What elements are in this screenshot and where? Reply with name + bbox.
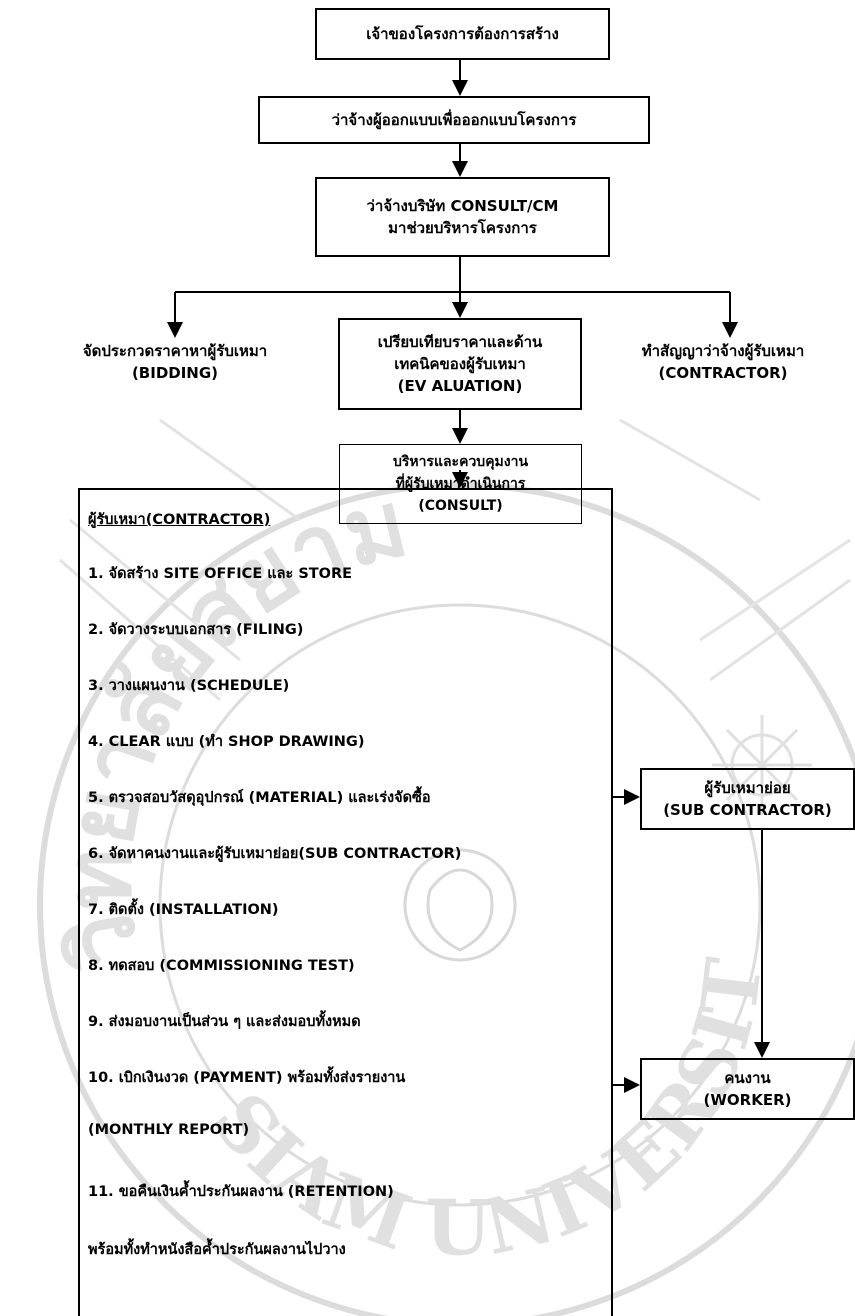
contractor-step: 7. ติดตั้ง (INSTALLATION) (88, 902, 279, 918)
contractor-step: 10. เบิกเงินงวด (PAYMENT) พร้อมทั้งส่งรา… (88, 1070, 406, 1086)
contractor-heading: ผู้รับเหมา(CONTRACTOR) (88, 512, 271, 528)
label-bidding: จัดประกวดราคาหาผู้รับเหมา (BIDDING) (82, 342, 268, 382)
box-evaluation: เปรียบเทียบราคาและด้าน เทคนิคของผู้รับเห… (338, 318, 582, 410)
box-subcontractor: ผู้รับเหมาย่อย (SUB CONTRACTOR) (640, 768, 855, 830)
contractor-step: 8. ทดสอบ (COMMISSIONING TEST) (88, 958, 355, 974)
contractor-step: (MONTHLY REPORT) (88, 1122, 250, 1138)
box-consult: ว่าจ้างบริษัท CONSULT/CM มาช่วยบริหารโคร… (315, 177, 610, 257)
contractor-step: 6. จัดหาคนงานและผู้รับเหมาย่อย(SUB CONTR… (88, 846, 462, 862)
contractor-step: 4. CLEAR แบบ (ทำ SHOP DRAWING) (88, 734, 365, 750)
box-owner: เจ้าของโครงการต้องการสร้าง (315, 8, 610, 60)
box-worker: คนงาน (WORKER) (640, 1058, 855, 1120)
contractor-step: 11. ขอคืนเงินค้ำประกันผลงาน (RETENTION) (88, 1184, 394, 1200)
contractor-step: 5. ตรวจสอบวัสดุอุปกรณ์ (MATERIAL) และเร่… (88, 790, 431, 806)
contractor-step: 9. ส่งมอบงานเป็นส่วน ๆ และส่งมอบทั้งหมด (88, 1014, 361, 1030)
contractor-box: ผู้รับเหมา(CONTRACTOR) 1. จัดสร้าง SITE … (78, 488, 613, 1316)
label-contract: ทำสัญญาว่าจ้างผู้รับเหมา (CONTRACTOR) (641, 342, 805, 382)
box-designer: ว่าจ้างผู้ออกแบบเพื่อออกแบบโครงการ (258, 96, 650, 144)
contractor-step: 2. จัดวางระบบเอกสาร (FILING) (88, 622, 304, 638)
contractor-step: พร้อมทั้งทำหนังสือค้ำประกันผลงานไปวาง (88, 1242, 346, 1258)
contractor-step: 3. วางแผนงาน (SCHEDULE) (88, 678, 290, 694)
contractor-step: 1. จัดสร้าง SITE OFFICE และ STORE (88, 566, 353, 582)
